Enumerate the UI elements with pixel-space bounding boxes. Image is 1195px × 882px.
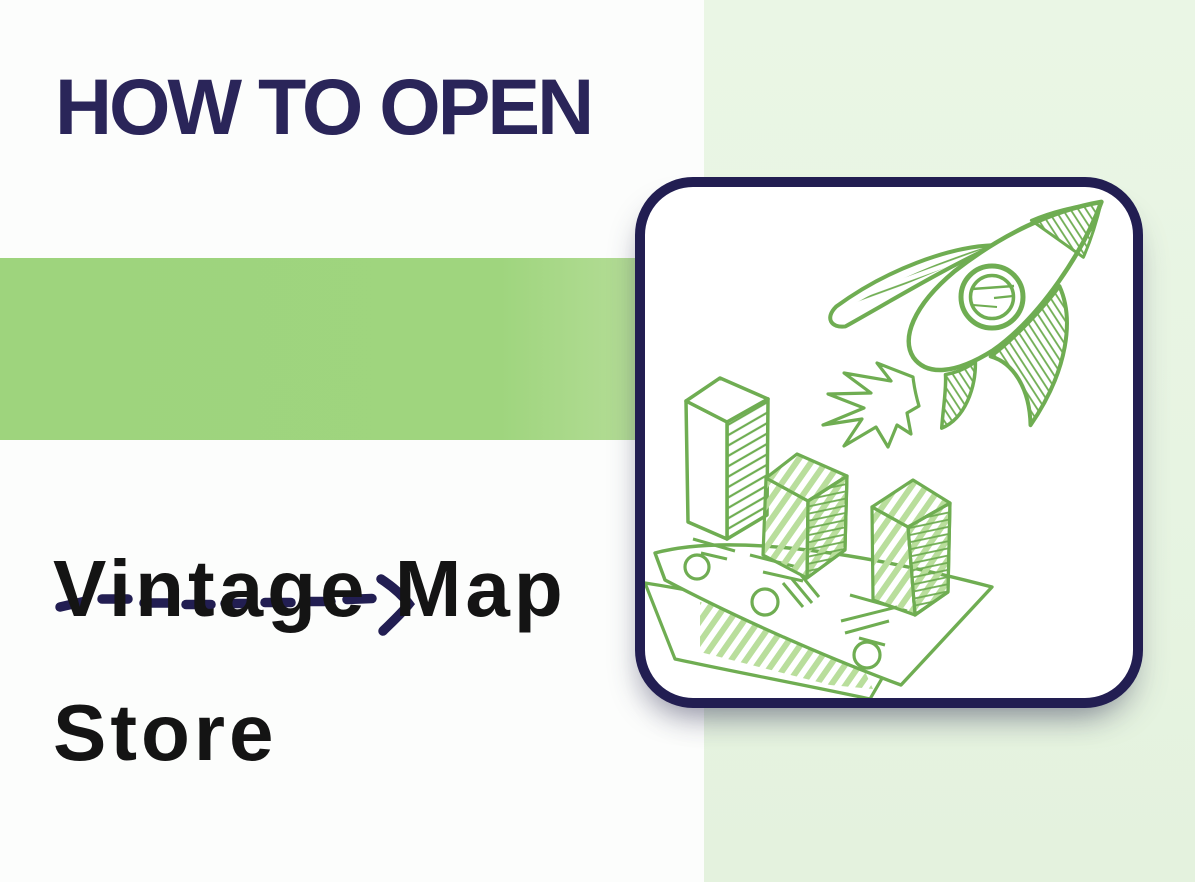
page-title-line1: Vintage Map (53, 544, 567, 633)
page-heading: HOW TO OPEN (55, 62, 594, 151)
rocket-porthole-icon (958, 263, 1026, 331)
page-title-line2: Store (53, 688, 278, 777)
illustration-card (635, 177, 1143, 708)
dashed-arrow-right-icon (55, 574, 416, 636)
rocket-launch-bar-chart-money-sketch-icon (645, 199, 1104, 698)
green-band (0, 258, 642, 636)
rocket-flame-icon (821, 361, 921, 449)
rocket-icon (821, 199, 1104, 449)
bar-chart-3d-icon (684, 376, 952, 617)
